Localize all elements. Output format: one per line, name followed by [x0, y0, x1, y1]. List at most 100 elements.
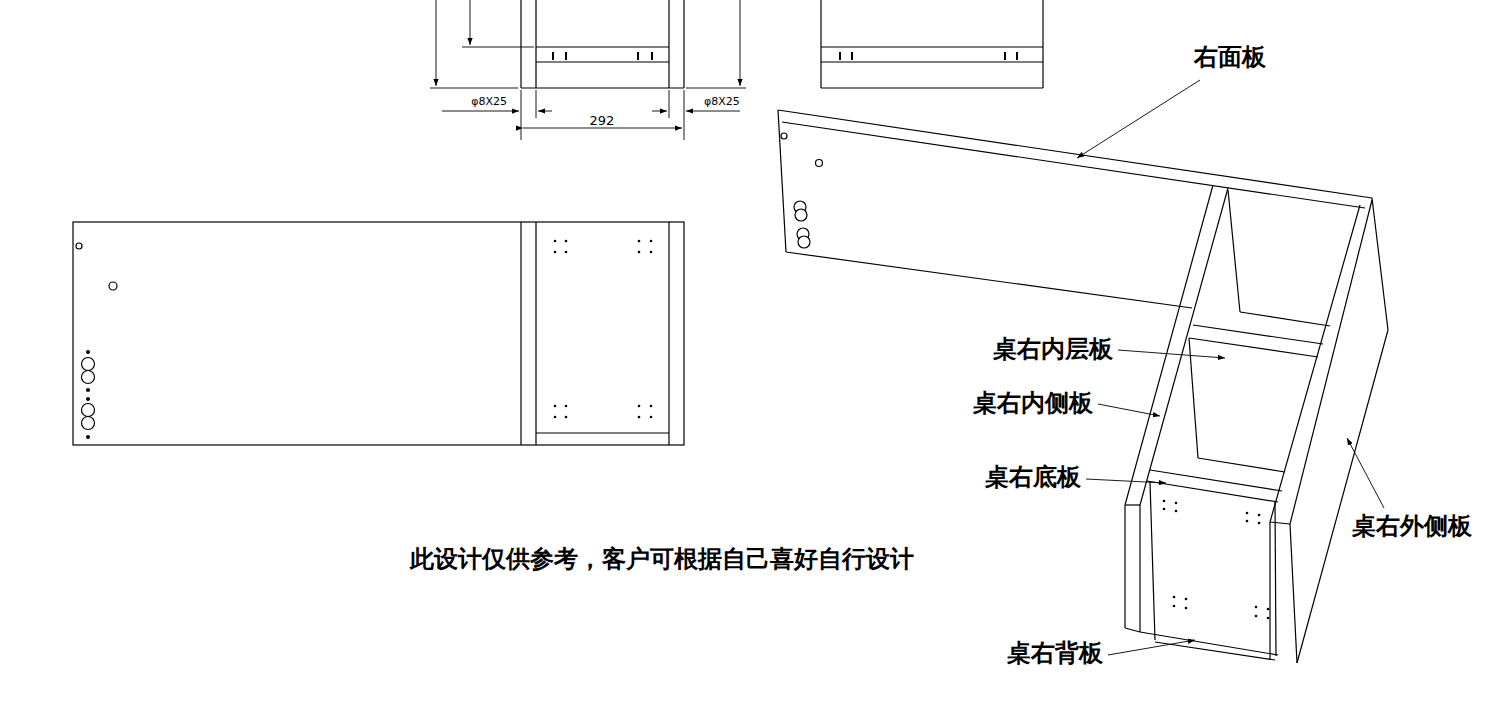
elevation-view: [821, 46, 1043, 47]
desk-isometric: [798, 236, 810, 248]
desk-isometric: [778, 110, 1388, 663]
hole-dot: [554, 240, 557, 243]
hole-dot: [554, 405, 557, 408]
desk-isometric: [1228, 190, 1240, 312]
desk-isometric: [786, 252, 1192, 308]
elevation-view: [552, 52, 554, 60]
dimension-line: [686, 111, 740, 112]
desk-isometric: [1124, 505, 1125, 628]
hole-dot: [565, 240, 568, 243]
leader-line: [1077, 80, 1200, 158]
part-label: 桌右外侧板: [1352, 513, 1472, 539]
leader-line: [1118, 350, 1225, 358]
hole-dot: [1246, 520, 1249, 523]
leader-line: [1347, 438, 1384, 508]
desk-isometric: [1139, 505, 1140, 632]
dimension-line: [470, 0, 471, 45]
desk-isometric: [1125, 504, 1140, 505]
dimension-line: [442, 111, 519, 112]
hole-dot: [1173, 596, 1176, 599]
part-label: 桌右背板: [1007, 640, 1103, 666]
desk-isometric: [1189, 338, 1318, 357]
elevation-view: [536, 46, 669, 47]
leader-line: [1086, 479, 1166, 483]
elevation-view: [821, 61, 1043, 62]
elevation-view: [637, 52, 639, 60]
desk-isometric: [1270, 522, 1290, 524]
elevation-view: [535, 0, 536, 88]
hole-dot: [1185, 607, 1188, 610]
hole-dot: [1258, 522, 1261, 525]
plan-view: [520, 222, 521, 445]
hole-dot: [1258, 514, 1261, 517]
elevation-view: [851, 52, 853, 60]
plan-view: [73, 222, 684, 445]
elevation-view: [520, 0, 521, 88]
hole-dot: [554, 251, 557, 254]
elevation-view: [821, 0, 1043, 88]
desk-isometric: [1140, 632, 1278, 655]
elevation-view: [565, 52, 567, 60]
plan-view: [82, 371, 95, 384]
desk-isometric: [1150, 482, 1155, 640]
dimension-line: [669, 90, 670, 118]
desk-isometric: [782, 122, 1365, 208]
hole-dot: [1163, 500, 1166, 503]
hole-dot: [638, 240, 641, 243]
desk-isometric: [778, 110, 786, 252]
hole-dot: [1175, 510, 1178, 513]
dimension-line: [686, 88, 746, 89]
elevation-view: [1016, 52, 1018, 60]
dimension-line: [652, 111, 667, 112]
hole-dot: [565, 416, 568, 419]
hole-dot: [638, 405, 641, 408]
desk-isometric: [1150, 470, 1282, 491]
part-label: 桌右内层板: [993, 336, 1113, 362]
desk-isometric: [1240, 312, 1330, 326]
dimension-line: [430, 0, 746, 140]
hole-dot: [1246, 512, 1249, 515]
part-label: 桌右内侧板: [973, 390, 1093, 416]
hole-dot: [1267, 608, 1270, 611]
plan-view: [109, 282, 117, 290]
desk-isometric: [795, 209, 807, 221]
desk-isometric: [1297, 330, 1388, 663]
desk-isometric: [816, 160, 823, 167]
elevation-view: [1042, 0, 1043, 88]
leader-line: [1108, 640, 1195, 655]
desk-isometric: [1270, 205, 1360, 522]
hole-dot: [650, 405, 653, 408]
plan-view: [82, 417, 95, 430]
desk-isometric: [1275, 502, 1276, 656]
dimension-label: 292: [590, 114, 615, 128]
elevation-view: [1004, 52, 1006, 60]
elevation-view: [651, 52, 653, 60]
desk-isometric: [1155, 642, 1275, 660]
elevation-view: [521, 0, 684, 88]
desk-isometric: [1269, 522, 1270, 660]
plan-view: [73, 222, 684, 445]
hole-dot: [554, 416, 557, 419]
hole-dot: [1267, 617, 1270, 620]
desk-isometric: [1147, 481, 1278, 502]
dimension-line: [536, 90, 537, 118]
elevation-view: [521, 87, 684, 88]
desk-isometric: [1125, 628, 1140, 632]
desk-isometric: [1140, 188, 1228, 505]
dimension-line: [684, 90, 685, 140]
elevation-view: [683, 0, 684, 88]
desk-isometric: [781, 133, 787, 139]
hole-dot: [1175, 502, 1178, 505]
hole-dot: [86, 435, 90, 439]
hole-dot: [565, 405, 568, 408]
desk-isometric: [1290, 524, 1297, 663]
hole-dot: [638, 251, 641, 254]
hole-dot: [650, 416, 653, 419]
plan-view: [82, 358, 95, 371]
dimension-line: [462, 47, 534, 48]
dimension-label: φ8X25: [704, 96, 740, 108]
hole-dot: [638, 416, 641, 419]
hole-dot: [1163, 508, 1166, 511]
elevation-view: [536, 61, 669, 62]
